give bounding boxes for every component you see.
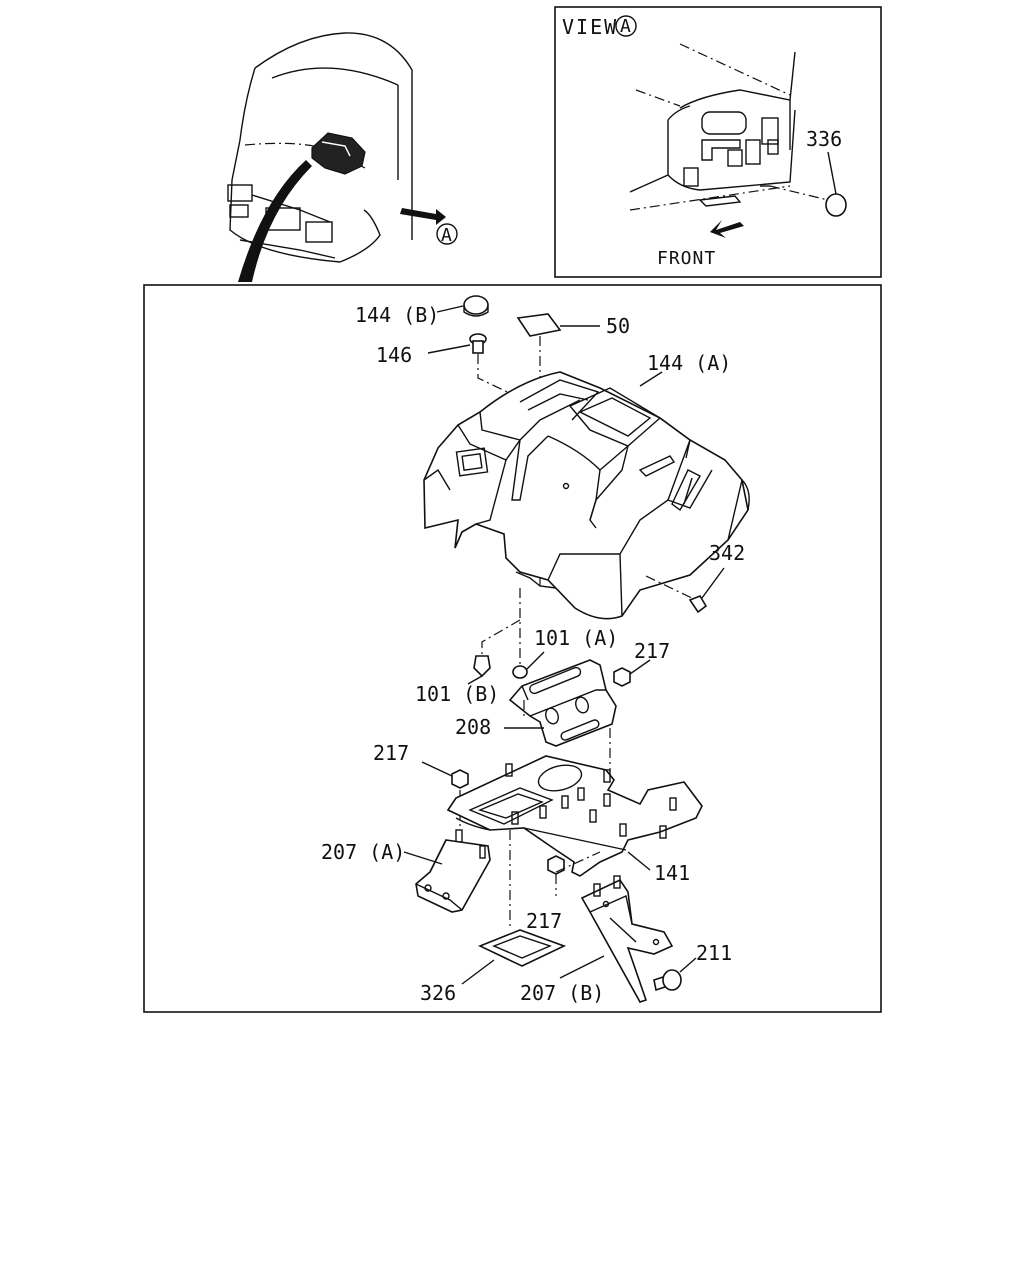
part-336-label: 336 [806,127,842,151]
label-211: 211 [696,941,732,965]
label-207a: 207 (A) [321,840,405,864]
label-326: 326 [420,981,456,1005]
leader-curve [238,160,312,282]
label-144a: 144 (A) [647,351,731,375]
exploded-view-frame [143,284,882,1013]
part-101a-grommet [512,665,528,679]
front-arrow-icon [710,220,744,238]
view-title-marker: A [620,16,631,37]
label-50: 50 [606,314,630,338]
part-211-bolt [653,969,682,992]
part-326-gasket [478,929,567,967]
label-141: 141 [654,861,690,885]
part-208-bracket [508,659,617,747]
label-207b: 207 (B) [520,981,604,1005]
view-a-inset: VIEW A 336 FRONT [554,6,882,278]
label-208: 208 [455,715,491,739]
label-144b: 144 (B) [355,303,439,327]
label-146: 146 [376,343,412,367]
label-101a: 101 (A) [534,626,618,650]
part-217-nut-left [451,769,469,789]
part-141-plate [446,755,703,877]
label-217-left: 217 [373,741,409,765]
part-217-nut-lower [547,855,565,875]
part-207a-bracket [415,839,491,913]
exploded-view: 144 (B) 50 146 [143,284,882,1013]
label-217-top: 217 [634,639,670,663]
engine-cover-thumbnail [311,132,366,175]
part-342-clip [688,595,708,614]
part-144b-cap [463,295,489,317]
view-arrow-icon [400,208,446,225]
front-label: FRONT [657,248,716,269]
cab-overview: A [227,32,458,282]
cab-view-marker: A [441,225,452,246]
part-50-strip [516,313,562,337]
part-144a-engine-cover [423,371,750,620]
part-217-nut-top [613,667,631,687]
part-146-screw [469,333,487,354]
view-title: VIEW [562,15,618,39]
label-342: 342 [709,541,745,565]
part-207b-bracket [580,875,674,1003]
plug-336 [825,193,847,217]
label-101b: 101 (B) [415,682,499,706]
label-217-lower: 217 [526,909,562,933]
part-101b-clip [473,655,491,678]
